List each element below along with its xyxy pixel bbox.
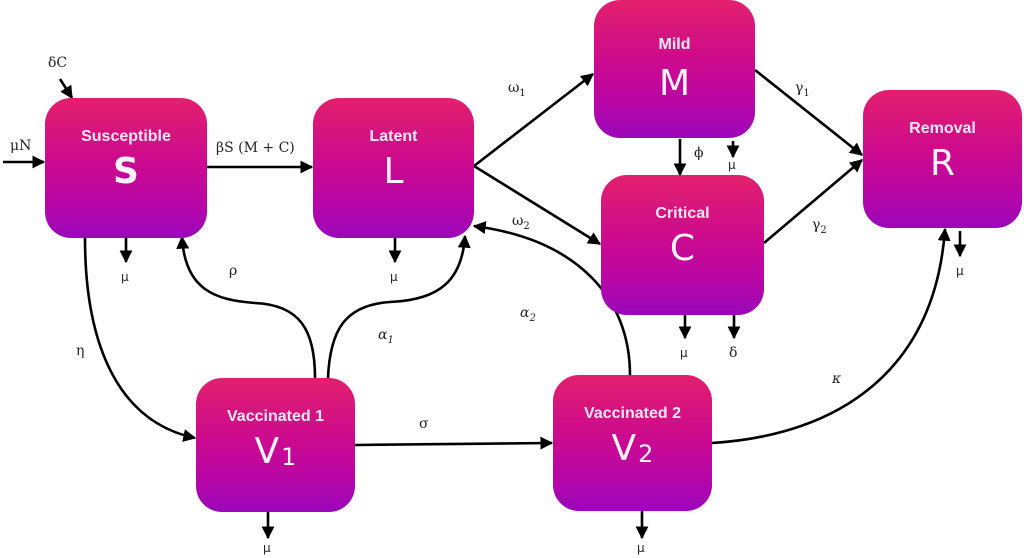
compartment-symbol: L (383, 151, 404, 192)
compartment-latent: Latent L (313, 98, 474, 238)
rate-subscript: 1 (387, 334, 394, 346)
arrow-v1-to-s (176, 235, 317, 379)
label-phi: ϕ (694, 145, 704, 161)
compartment-removal: Removal R (863, 90, 1022, 228)
compartment-title: Susceptible (81, 128, 171, 145)
label-mu-l: μ (390, 270, 398, 284)
label-mu-v1: μ (263, 541, 271, 555)
compartment-symbol: S (113, 151, 139, 192)
arrow-m-to-r (754, 68, 864, 157)
rate-subscript: 2 (529, 312, 536, 324)
compartment-symbol: C (669, 228, 696, 269)
compartment-vaccinated-1: Vaccinated 1 V1 (196, 378, 355, 512)
arrow-v2-to-l (472, 221, 632, 376)
compartment-symbol: V2 (553, 427, 712, 476)
label-delta-c: δC (48, 55, 68, 71)
arrow-s-to-v1 (83, 237, 197, 442)
label-alpha1: α1 (378, 327, 394, 346)
rate-subscript: 2 (820, 224, 827, 236)
label-mu-m: μ (728, 158, 736, 172)
arrow-v1-to-l (326, 234, 471, 379)
compartment-symbol: V1 (196, 430, 355, 479)
label-mu-s: μ (121, 270, 129, 284)
compartment-title: Vaccinated 1 (227, 408, 324, 425)
arrow-v2-to-r (711, 227, 951, 445)
label-alpha2: α2 (520, 305, 536, 324)
label-gamma2: γ2 (812, 217, 827, 236)
label-recruitment: μN (10, 138, 32, 154)
compartment-title: Removal (909, 120, 976, 137)
compartment-mild: Mild M (594, 0, 755, 138)
arrow-c-to-r (763, 159, 863, 244)
label-omega1: ω1 (508, 80, 526, 99)
arrow-v1-to-v2 (354, 436, 554, 450)
symbol-subscript: 2 (638, 440, 654, 468)
compartment-critical: Critical C (601, 175, 764, 315)
compartment-vaccinated-2: Vaccinated 2 V2 (553, 375, 712, 511)
compartment-susceptible: Susceptible S (45, 98, 207, 238)
label-mu-c: μ (680, 346, 688, 360)
label-rho: ρ (229, 263, 238, 279)
arrow-l-to-m (473, 72, 595, 168)
rate-symbol: ω (512, 213, 524, 229)
label-mu-r: μ (956, 264, 964, 278)
rate-subscript: 2 (523, 220, 530, 232)
rate-subscript: 1 (803, 87, 810, 99)
label-delta: δ (729, 345, 738, 361)
rate-subscript: 1 (519, 87, 526, 99)
compartment-symbol: R (929, 143, 955, 184)
compartment-symbol: M (658, 63, 691, 104)
compartment-title: Latent (369, 128, 418, 145)
label-sigma: σ (419, 416, 429, 432)
rate-symbol: γ (795, 80, 804, 96)
label-mu-v2: μ (637, 541, 645, 555)
rate-symbol: ω (508, 80, 520, 96)
label-infection: βS (M + C) (216, 140, 295, 156)
rate-symbol: γ (812, 217, 821, 233)
label-gamma1: γ1 (795, 80, 810, 99)
rate-symbol: α (520, 305, 530, 321)
compartment-title: Vaccinated 2 (584, 405, 681, 422)
label-omega2: ω2 (512, 213, 530, 232)
compartment-title: Mild (658, 36, 691, 53)
symbol-base: V (254, 431, 280, 472)
label-eta: η (76, 343, 85, 359)
symbol-base: V (611, 428, 637, 469)
rate-symbol: α (378, 327, 388, 343)
arrow-delta-c-into-s (58, 78, 74, 100)
compartment-title: Critical (655, 205, 710, 222)
symbol-subscript: 1 (281, 443, 297, 471)
arrow-l-to-c (473, 164, 602, 246)
label-kappa: κ (832, 371, 842, 387)
